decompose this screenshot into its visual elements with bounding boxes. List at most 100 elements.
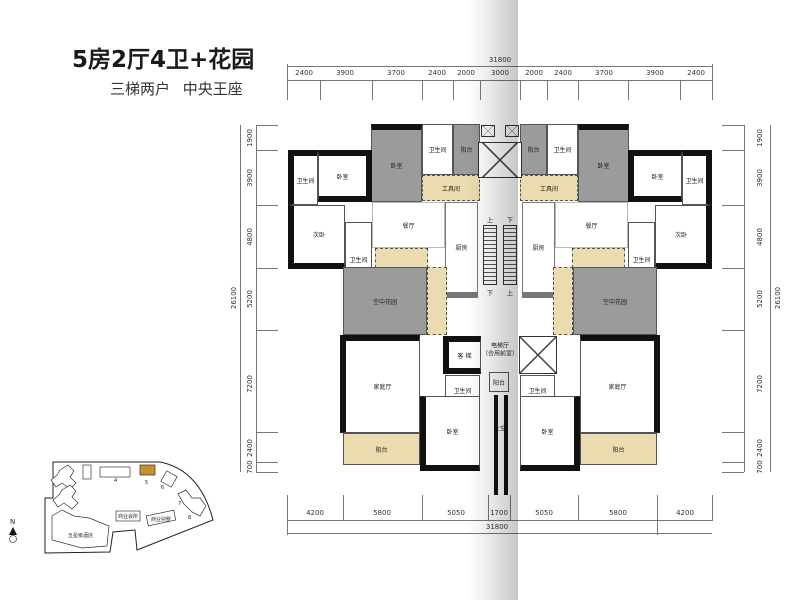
top-dimension: 3700 [595, 69, 613, 77]
room-label: 卫生间 [632, 257, 651, 264]
top-dimension: 2400 [428, 69, 446, 77]
dimension-tick [287, 495, 288, 535]
room-label: 厨房 [532, 245, 545, 252]
balcony: 阳台 [453, 124, 480, 175]
bathroom: 卫生间 [445, 375, 480, 397]
side-dimension: 4800 [246, 228, 254, 246]
dimension-tick [510, 495, 511, 521]
bottom-total-dimension: 31800 [485, 523, 509, 531]
room-label: 阳台 [492, 379, 505, 387]
room-label: 卧室 [390, 163, 403, 170]
dimension-tick [256, 472, 278, 473]
passenger-elevator: 客 梯 [443, 336, 481, 374]
stair-down-label: 下 [486, 290, 494, 298]
room-label: 卧室 [446, 428, 459, 436]
room-label: 卧室 [651, 173, 664, 181]
dimension-tick [480, 80, 481, 100]
dimension-tick [722, 330, 744, 331]
hotel-label: 五星级酒店 [68, 532, 93, 539]
side-dimension: 3900 [756, 169, 764, 187]
room-label: 工具间 [441, 185, 460, 193]
dimension-tick [680, 80, 681, 100]
void-label: 上空 [493, 425, 507, 433]
dimension-tick [256, 268, 278, 269]
room-label: 餐厅 [585, 222, 598, 230]
dimension-tick [320, 80, 321, 100]
bottom-dimension: 4200 [306, 509, 324, 517]
side-total-dimension: 26100 [230, 286, 238, 310]
top-dimension: 3900 [646, 69, 664, 77]
dimension-tick [256, 330, 278, 331]
building-label: 7 [178, 501, 181, 507]
room-label: 阳台 [612, 446, 625, 454]
elevator-hall-sublabel: （合用前室） [481, 350, 519, 358]
dimension-line [770, 125, 771, 472]
bottom-dimension: 5050 [535, 509, 553, 517]
dining-room: 餐厅 [372, 202, 445, 248]
villa-label: 商业别墅 [151, 516, 171, 523]
bathroom: 卫生间 [520, 375, 555, 397]
top-dimension: 2400 [687, 69, 705, 77]
shaft [481, 125, 495, 137]
building-4 [99, 466, 131, 478]
family-hall: 家庭厅 [340, 335, 420, 433]
side-dimension: 2400 [756, 439, 764, 457]
dimension-line [744, 125, 745, 472]
room-label: 次卧 [674, 232, 687, 239]
dimension-tick [422, 495, 423, 521]
room-label: 卫生间 [428, 147, 447, 154]
sky-garden: 空中花园 [573, 267, 657, 335]
utility-room: 工具间 [520, 175, 578, 201]
room-label: 卫生间 [553, 147, 572, 154]
room-label: 卫生间 [453, 387, 472, 395]
top-dimension: 2400 [295, 69, 313, 77]
stair-up-label: 上 [486, 217, 494, 225]
top-dimension: 2000 [525, 69, 543, 77]
dimension-line [256, 125, 257, 472]
room-label: 工具间 [539, 185, 558, 193]
villa [145, 509, 177, 527]
side-dimension: 7200 [246, 375, 254, 393]
sky-garden: 空中花园 [343, 267, 427, 335]
bottom-dimension: 1700 [490, 509, 508, 517]
room-label: 卧室 [336, 173, 349, 181]
site-map: 4 5 6 7 8 商业会所 商业别墅 五星级酒店 N [9, 461, 214, 554]
building-label: 4 [114, 478, 117, 484]
utility-room: 工具间 [422, 175, 480, 201]
clubhouse [115, 510, 141, 522]
dimension-tick [372, 80, 373, 100]
stair-down-label: 下 [506, 217, 514, 225]
dimension-tick [287, 64, 288, 100]
elevator-hall-label: 电梯厅 [490, 342, 510, 350]
dimension-tick [256, 205, 278, 206]
room-label: 客 梯 [457, 352, 472, 360]
bedroom: 卧室 [420, 396, 480, 471]
building-outline [52, 484, 79, 510]
room-label: 次卧 [312, 232, 325, 239]
balcony: 阳台 [520, 124, 547, 175]
dimension-line [287, 66, 712, 67]
room-label: 家庭厅 [608, 384, 627, 391]
side-dimension: 700 [246, 460, 254, 474]
side-dimension: 3900 [246, 169, 254, 187]
room-label: 卫生间 [296, 177, 315, 185]
balcony: 阳台 [343, 433, 420, 465]
room-label: 卫生间 [685, 177, 704, 185]
clubhouse-label: 商业会所 [118, 513, 138, 520]
building-label: 5 [145, 480, 148, 486]
bottom-dimension: 5050 [447, 509, 465, 517]
room-label: 空中花园 [372, 298, 397, 306]
bedroom: 卧室 [628, 150, 682, 202]
dimension-tick [520, 80, 521, 100]
side-dimension: 7200 [756, 375, 764, 393]
dimension-tick [722, 472, 744, 473]
wall [494, 395, 498, 495]
compass-circle-icon [9, 535, 17, 543]
dimension-tick [422, 80, 423, 100]
kitchen: 厨房 [522, 202, 555, 298]
top-total-dimension: 31800 [488, 56, 512, 64]
hotel [51, 509, 110, 549]
wall [504, 395, 508, 495]
building-5-highlighted [139, 464, 156, 476]
building-outline [82, 464, 92, 480]
